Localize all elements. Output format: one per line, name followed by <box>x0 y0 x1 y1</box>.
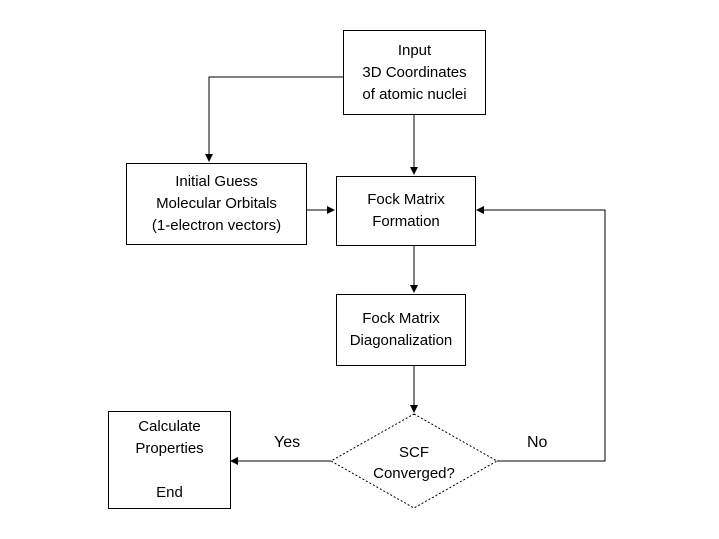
scf-converged-text: SCF Converged? <box>355 436 473 490</box>
arrow-input-to-guess <box>205 76 343 162</box>
initial-guess-line-2: Molecular Orbitals <box>156 195 277 212</box>
calculate-line-2: Properties <box>135 440 204 457</box>
calculate-line-1: Calculate <box>138 418 201 435</box>
initial-guess-box: Initial Guess Molecular Orbitals (1-elec… <box>126 163 307 245</box>
fock-formation-line-2: Formation <box>372 213 440 230</box>
initial-guess-line-1: Initial Guess <box>175 173 258 190</box>
scf-line-1: SCF <box>399 444 429 461</box>
calculate-line-4: End <box>156 484 183 501</box>
input-line-2: 3D Coordinates <box>362 63 467 81</box>
no-label: No <box>527 434 548 451</box>
yes-label: Yes <box>274 434 301 451</box>
fock-diagonalization-line-1: Fock Matrix <box>362 310 440 327</box>
calculate-properties-box: Calculate Properties End <box>108 411 231 509</box>
scf-diamond <box>329 413 499 509</box>
input-line-3: of atomic nuclei <box>362 85 467 103</box>
fock-diagonalization-line-2: Diagonalization <box>349 332 453 349</box>
input-line-1: Input <box>397 41 432 59</box>
fock-diagonalization-box: Fock Matrix Diagonalization <box>336 294 466 366</box>
arrow-scf-no-loop <box>476 206 606 462</box>
initial-guess-line-3: (1-electron vectors) <box>151 217 282 234</box>
calculate-line-3 <box>167 460 171 482</box>
fock-formation-box: Fock Matrix Formation <box>336 176 476 246</box>
fock-formation-line-1: Fock Matrix <box>367 191 445 208</box>
input-box: Input 3D Coordinates of atomic nuclei <box>343 30 486 115</box>
scf-line-2: Converged? <box>373 465 455 482</box>
